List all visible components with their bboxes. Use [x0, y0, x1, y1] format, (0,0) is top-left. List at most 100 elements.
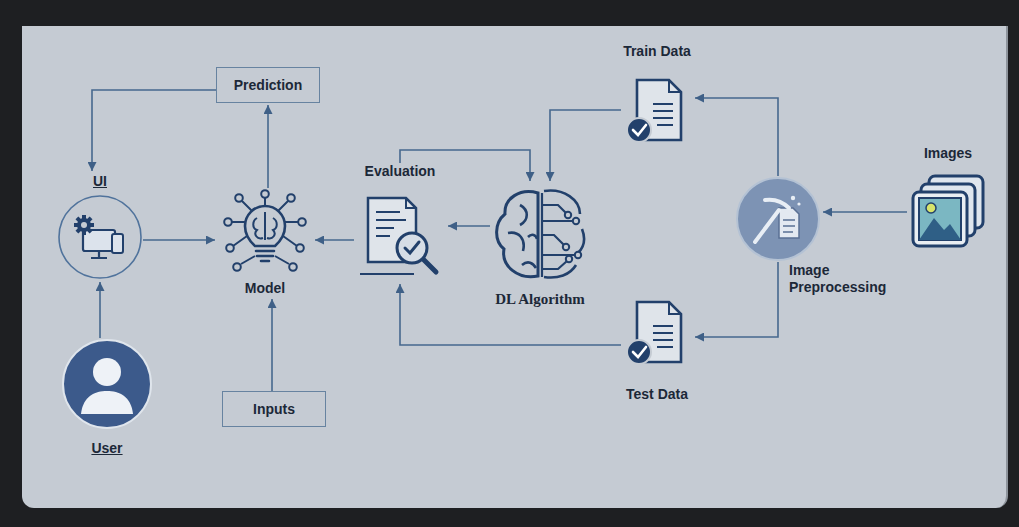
- eval-icon: [354, 190, 446, 282]
- flow-arrow: [99, 282, 101, 338]
- circuit-node: [575, 252, 581, 258]
- icon-node: UI: [57, 173, 143, 280]
- circuit-node: [287, 194, 295, 202]
- user-disc: [63, 340, 151, 428]
- document-fold: [669, 80, 681, 92]
- brain-circuit: [542, 193, 574, 277]
- monitor-icon: [83, 230, 115, 251]
- circuit-node: [573, 218, 579, 224]
- flow-arrow: [823, 211, 907, 213]
- document-lines: [653, 104, 673, 125]
- user-icon: [61, 338, 153, 430]
- images-icon: [907, 170, 989, 254]
- flow-arrow: [400, 284, 621, 345]
- photo-picture: [919, 198, 961, 240]
- icon-node: Image Preprocessing: [735, 176, 821, 262]
- brain-left: [497, 192, 538, 277]
- icon-node: DL Algorithm: [490, 183, 590, 308]
- flow-arrow: [267, 105, 269, 188]
- icon-node: Images: [907, 145, 989, 254]
- bulb-outline: [245, 206, 285, 246]
- ui-ring: [59, 196, 141, 278]
- user-head: [93, 358, 121, 386]
- circuit-node: [261, 190, 269, 198]
- user-shoulders: [81, 391, 133, 414]
- tool-head: [765, 200, 789, 208]
- check-mark: [405, 242, 419, 253]
- check-mark: [633, 125, 646, 135]
- flow-arrow: [92, 90, 216, 171]
- flow-arrow: [550, 110, 621, 181]
- monitor-stand: [91, 251, 107, 258]
- small-document-lines: [783, 220, 795, 232]
- circuit-node: [566, 256, 572, 262]
- photo-sun: [926, 203, 936, 213]
- phone-icon: [112, 234, 123, 253]
- brain-icon: [490, 183, 590, 287]
- base-line: [360, 273, 414, 275]
- icon-label: UI: [93, 173, 107, 190]
- process-box: Inputs: [222, 391, 326, 427]
- gear-body: [77, 218, 91, 232]
- gear-icon: [74, 215, 94, 235]
- circuit-lines: [232, 197, 298, 264]
- circuit-node: [565, 212, 571, 218]
- brain-folds: [508, 205, 537, 268]
- ui-icon: [57, 194, 143, 280]
- flow-arrow: [143, 239, 215, 241]
- model-icon: [217, 188, 313, 276]
- flow-arrow: [695, 262, 778, 337]
- gear-hole: [81, 222, 87, 228]
- circuit-node: [224, 218, 232, 226]
- check-badge: [627, 340, 651, 364]
- box-label: Inputs: [253, 401, 295, 418]
- doc-icon: [621, 296, 693, 368]
- photo-mountains: [919, 218, 961, 240]
- photo-front: [913, 192, 967, 246]
- bulb-brain: [253, 212, 277, 240]
- circuit-node: [233, 263, 241, 271]
- circuit-node: [563, 244, 569, 250]
- magnifier-lens: [397, 233, 427, 263]
- flow-arrow: [695, 98, 778, 176]
- icon-label: Train Data: [623, 43, 691, 60]
- flow-arrow: [448, 225, 490, 227]
- doc-icon: [621, 74, 693, 146]
- document-lines: [653, 326, 673, 347]
- circuit-node: [296, 244, 304, 252]
- icon-node: Train Data: [621, 43, 693, 146]
- flow-arrow: [271, 299, 273, 391]
- sparkle: [791, 196, 795, 200]
- prep-icon: [735, 176, 821, 262]
- check-badge: [627, 118, 651, 142]
- report-fold: [406, 198, 416, 208]
- icon-node: Model: [217, 188, 313, 297]
- report-lines: [376, 212, 406, 236]
- flow-arrow: [315, 239, 354, 241]
- circuit-node: [226, 244, 234, 252]
- magnifier-handle: [423, 259, 436, 272]
- icon-label: Image Preprocessing: [789, 262, 901, 296]
- bulb-base: [256, 251, 274, 261]
- icon-label: Evaluation: [365, 163, 436, 180]
- process-box: Prediction: [216, 67, 320, 103]
- icon-label: DL Algorithm: [495, 291, 585, 308]
- small-document: [779, 208, 799, 238]
- check-mark: [633, 347, 646, 357]
- circuit-node: [289, 263, 297, 271]
- document-fold: [669, 302, 681, 314]
- box-label: Prediction: [234, 77, 302, 94]
- icon-node: Evaluation: [354, 163, 446, 282]
- icon-label: Test Data: [626, 386, 688, 403]
- icon-node: Test Data: [621, 296, 693, 403]
- circuit-node: [235, 194, 243, 202]
- diagram-panel: [22, 26, 1008, 508]
- icon-node: User: [61, 338, 153, 457]
- circuit-node: [298, 218, 306, 226]
- sparkle: [797, 202, 800, 205]
- icon-label: Images: [924, 145, 972, 162]
- icon-label: User: [91, 440, 122, 457]
- icon-label: Model: [245, 280, 285, 297]
